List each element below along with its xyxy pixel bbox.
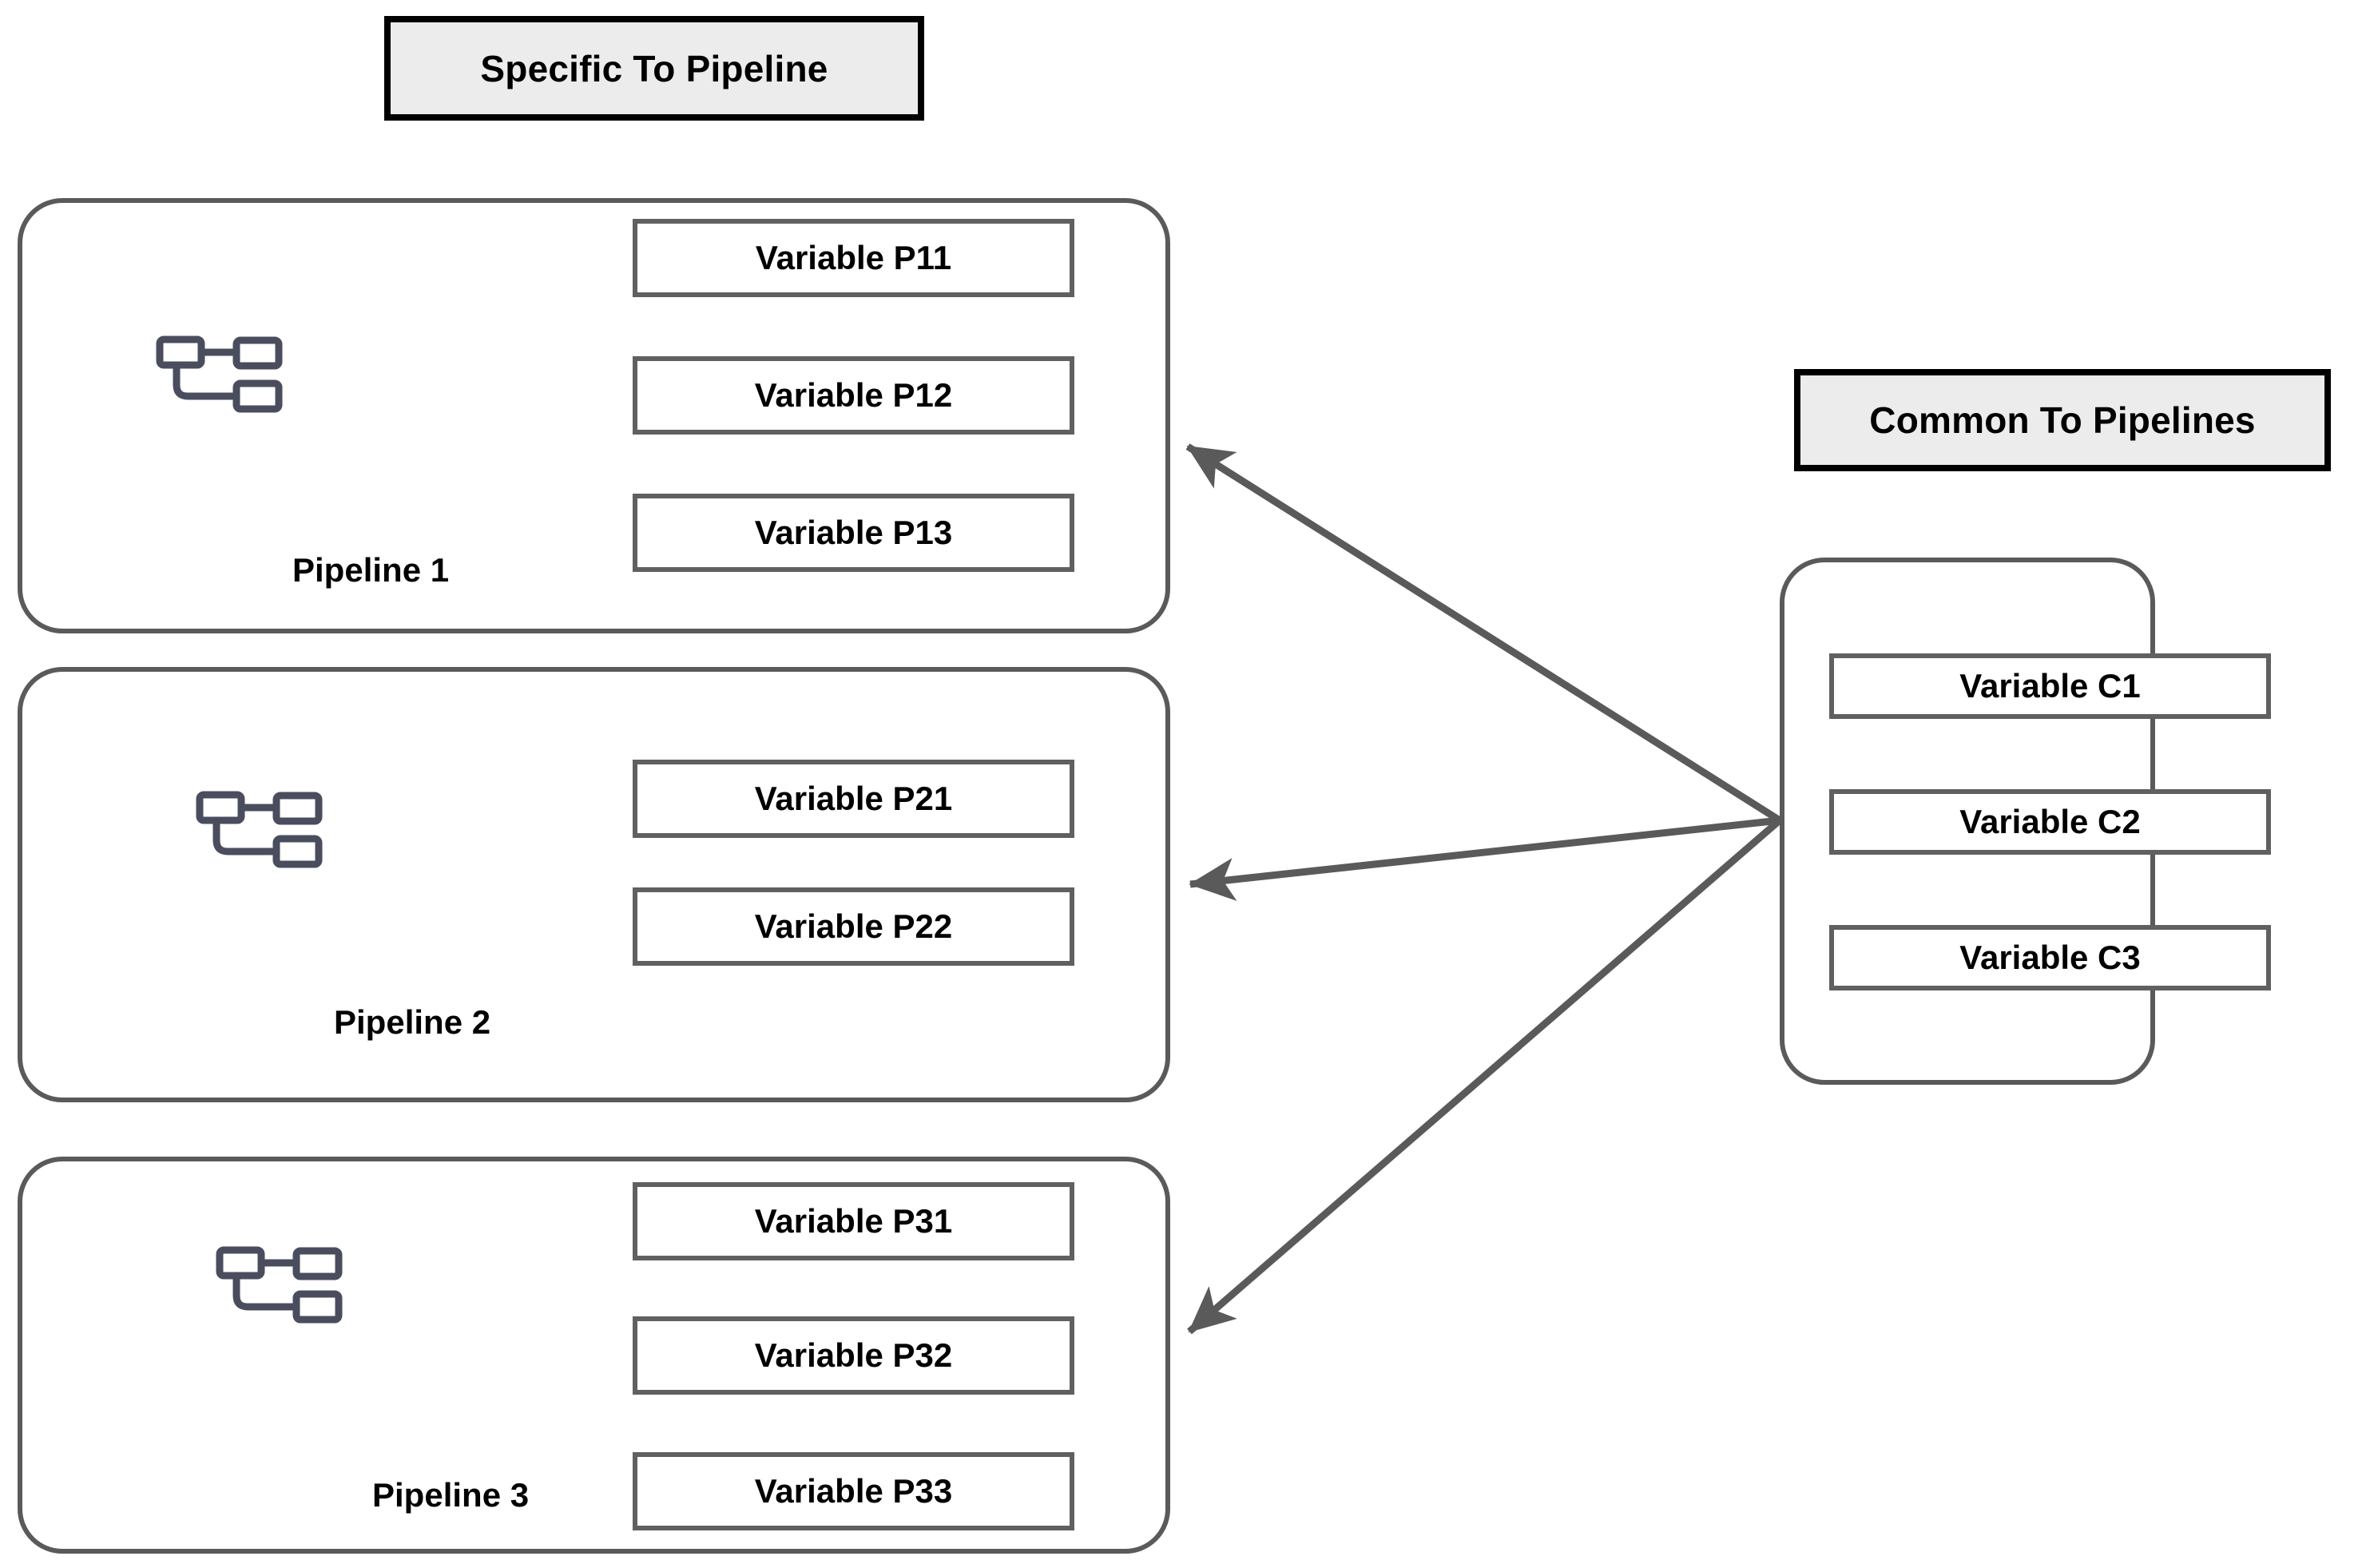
arrow-common-to-pipeline-3 [1187,817,1782,1335]
variable-label: Variable P13 [754,514,953,551]
pipeline-group-2 [18,667,1170,1102]
variable-box-p12[interactable]: Variable P12 [633,356,1074,435]
variable-label: Variable P32 [754,1336,953,1374]
pipeline-nodes-icon [196,791,323,868]
variable-label: Variable P22 [754,907,953,945]
variable-box-p31[interactable]: Variable P31 [633,1182,1074,1260]
variable-box-c3[interactable]: Variable C3 [1829,925,2271,990]
arrow-common-to-pipeline-1 [1185,443,1782,824]
variable-box-c1[interactable]: Variable C1 [1829,653,2271,719]
variable-box-p33[interactable]: Variable P33 [633,1452,1074,1530]
variable-label: Variable C3 [1959,939,2141,976]
header-common-to-pipelines: Common To Pipelines [1794,369,2331,471]
header-specific-label: Specific To Pipeline [480,47,828,89]
variable-label: Variable P12 [754,376,953,414]
variable-label: Variable P11 [755,239,952,276]
variable-label: Variable C1 [1959,667,2141,705]
pipeline-3-caption: Pipeline 3 [372,1476,530,1514]
variable-label: Variable P31 [754,1202,953,1240]
arrow-common-to-pipeline-2 [1189,816,1780,901]
variable-box-p32[interactable]: Variable P32 [633,1316,1074,1395]
pipeline-nodes-icon [216,1246,343,1324]
variable-box-c2[interactable]: Variable C2 [1829,789,2271,855]
variable-box-p22[interactable]: Variable P22 [633,887,1074,966]
variable-label: Variable P33 [754,1472,953,1510]
variable-box-p11[interactable]: Variable P11 [633,219,1074,297]
pipeline-nodes-icon [156,335,283,413]
header-specific-to-pipeline: Specific To Pipeline [384,16,924,121]
variable-label: Variable C2 [1959,803,2141,840]
variable-box-p21[interactable]: Variable P21 [633,760,1074,838]
pipeline-1-caption: Pipeline 1 [292,551,450,589]
header-common-label: Common To Pipelines [1869,399,2256,441]
pipeline-2-caption: Pipeline 2 [334,1003,491,1041]
variable-label: Variable P21 [754,780,953,817]
variable-box-p13[interactable]: Variable P13 [633,494,1074,572]
